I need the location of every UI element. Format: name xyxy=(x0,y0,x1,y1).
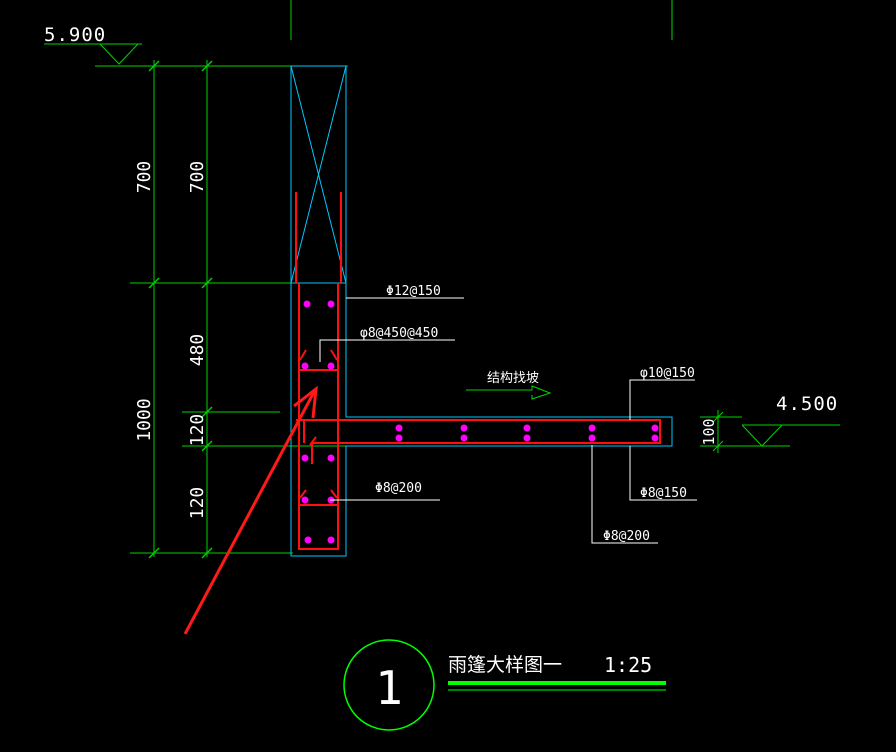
dim-outer-1000: 1000 xyxy=(134,398,155,441)
slab-thickness-label: 100 xyxy=(700,418,718,445)
detail-scale-text: 1:25 xyxy=(604,653,652,677)
elevation-mark-slab xyxy=(700,410,840,453)
label-slab-bottom: Φ8@200 xyxy=(603,529,650,544)
elevation-top-label: 5.900 xyxy=(44,24,106,46)
slope-note: 结构找坡 xyxy=(466,371,552,400)
label-beam-top: Φ12@150 xyxy=(386,284,441,299)
wall-outline xyxy=(290,65,347,284)
detail-title-underline xyxy=(448,681,666,685)
rebar-dots xyxy=(301,300,659,544)
label-beam-bottom: Φ8@200 xyxy=(375,481,422,496)
slope-note-text: 结构找坡 xyxy=(487,371,539,386)
elevation-slab-label: 4.500 xyxy=(776,393,838,415)
top-reference-lines xyxy=(290,0,673,40)
dimension-texts: 700 1000 700 480 120 120 xyxy=(134,161,208,520)
dim-inner-700: 700 xyxy=(187,161,208,194)
detail-title-text: 雨篷大样图一 xyxy=(448,654,562,676)
pointer-arrow xyxy=(183,385,318,635)
detail-number-circle xyxy=(343,639,435,731)
label-slab-top: φ10@150 xyxy=(640,366,695,381)
dim-inner-480: 480 xyxy=(187,334,208,367)
detail-number: 1 xyxy=(375,661,403,715)
dim-inner-120b: 120 xyxy=(187,487,208,520)
rebar-labels: Φ12@150 φ8@450@450 φ10@150 Φ8@150 Φ8@200… xyxy=(360,284,695,544)
label-beam-stirrup: φ8@450@450 xyxy=(360,326,438,341)
dim-outer-700: 700 xyxy=(134,161,155,194)
leader-lines xyxy=(319,297,697,544)
dimension-lines xyxy=(130,60,346,559)
rebar xyxy=(295,192,661,550)
dim-inner-120a: 120 xyxy=(187,414,208,447)
label-slab-dist: Φ8@150 xyxy=(640,486,687,501)
beam-slab-outline xyxy=(290,282,673,557)
detail-title: 1 雨篷大样图一 1:25 xyxy=(343,639,666,731)
